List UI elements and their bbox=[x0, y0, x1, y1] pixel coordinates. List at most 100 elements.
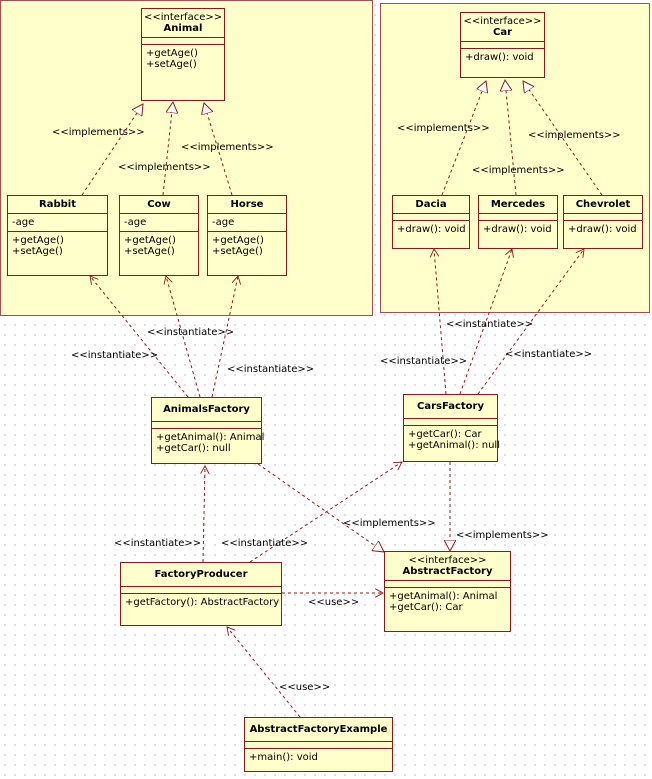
label-implements-carsfactory: <<implements>> bbox=[456, 530, 549, 541]
edge-carsfactory-dacia bbox=[434, 249, 447, 395]
label-implements-cow: <<implements>> bbox=[118, 162, 211, 173]
attributes-compartment bbox=[385, 581, 510, 588]
class-header: <<interface>> Animal bbox=[142, 9, 224, 38]
edge-animalsfactory-cow bbox=[166, 276, 201, 398]
class-header: CarsFactory bbox=[404, 395, 497, 419]
attributes-compartment: -age bbox=[120, 214, 198, 232]
operations-compartment: +draw(): void bbox=[479, 221, 557, 238]
class-header: FactoryProducer bbox=[121, 563, 281, 587]
operation: +main(): void bbox=[249, 752, 318, 763]
operations-compartment: +draw(): void bbox=[461, 49, 544, 66]
label-instantiate-mercedes: <<instantiate>> bbox=[446, 319, 533, 330]
operation: +draw(): void bbox=[465, 52, 534, 63]
class-header: <<interface>> AbstractFactory bbox=[385, 552, 510, 581]
attributes-compartment bbox=[479, 214, 557, 221]
label-instantiate-rabbit: <<instantiate>> bbox=[71, 350, 158, 361]
operation: +getCar(): null bbox=[156, 443, 231, 454]
edge-rabbit-animal bbox=[81, 104, 143, 196]
operations-compartment: +draw(): void bbox=[564, 221, 642, 238]
operations-compartment: +getFactory(): AbstractFactory bbox=[121, 594, 281, 611]
operation: +getCar(): Car bbox=[408, 429, 482, 440]
attributes-compartment bbox=[404, 419, 497, 426]
class-header: Mercedes bbox=[479, 196, 557, 214]
attributes-compartment bbox=[245, 742, 392, 749]
class-car[interactable]: <<interface>> Car +draw(): void bbox=[460, 12, 545, 78]
attributes-compartment bbox=[142, 38, 224, 45]
operation: +setAge() bbox=[12, 246, 63, 257]
label-implements-dacia: <<implements>> bbox=[397, 123, 490, 134]
attributes-compartment: -age bbox=[208, 214, 286, 232]
edge-dacia-car bbox=[441, 81, 486, 196]
operations-compartment: +getCar(): Car +getAnimal(): null bbox=[404, 426, 500, 454]
class-header: <<interface>> Car bbox=[461, 13, 544, 42]
label-instantiate-dacia: <<instantiate>> bbox=[380, 356, 467, 367]
edge-horse-animal bbox=[204, 103, 233, 196]
attributes-compartment bbox=[564, 214, 642, 221]
attribute: -age bbox=[12, 217, 35, 228]
label-use-abstractfactory: <<use>> bbox=[308, 597, 359, 608]
class-header: Rabbit bbox=[8, 196, 107, 214]
class-animal[interactable]: <<interface>> Animal +getAge() +setAge() bbox=[141, 8, 225, 101]
class-name: Rabbit bbox=[39, 199, 76, 210]
operation: +getAge() bbox=[146, 48, 198, 59]
attributes-compartment bbox=[461, 42, 544, 49]
label-instantiate-chevrolet: <<instantiate>> bbox=[505, 349, 592, 360]
class-name: Dacia bbox=[415, 199, 447, 210]
operation: +draw(): void bbox=[568, 224, 637, 235]
class-chevrolet[interactable]: Chevrolet +draw(): void bbox=[563, 195, 643, 249]
operations-compartment: +getAge() +setAge() bbox=[208, 232, 286, 260]
class-name: Mercedes bbox=[490, 199, 546, 210]
class-name: FactoryProducer bbox=[154, 569, 248, 580]
class-name: CarsFactory bbox=[417, 401, 484, 412]
attributes-compartment bbox=[152, 422, 261, 429]
operations-compartment: +getAge() +setAge() bbox=[120, 232, 198, 260]
label-use-factoryproducer: <<use>> bbox=[279, 682, 330, 693]
class-name: Horse bbox=[230, 199, 264, 210]
label-instantiate-animalsfactory: <<instantiate>> bbox=[114, 538, 201, 549]
attributes-compartment bbox=[393, 214, 469, 221]
operation: +getAge() bbox=[12, 235, 64, 246]
class-mercedes[interactable]: Mercedes +draw(): void bbox=[478, 195, 558, 249]
operations-compartment: +getAge() +setAge() bbox=[8, 232, 107, 260]
operation: +getFactory(): AbstractFactory bbox=[125, 597, 280, 608]
class-name: Animal bbox=[163, 23, 203, 34]
operation: +getAnimal(): Animal bbox=[389, 591, 498, 602]
label-implements-horse: <<implements>> bbox=[181, 142, 274, 153]
edge-animalsfactory-horse bbox=[211, 276, 238, 398]
edge-chevrolet-car bbox=[523, 81, 603, 196]
label-instantiate-carsfactory: <<instantiate>> bbox=[221, 538, 308, 549]
class-horse[interactable]: Horse -age +getAge() +setAge() bbox=[207, 195, 287, 276]
operation: +getAnimal(): null bbox=[408, 440, 500, 451]
class-abstract-factory[interactable]: <<interface>> AbstractFactory +getAnimal… bbox=[384, 551, 511, 632]
class-header: Chevrolet bbox=[564, 196, 642, 214]
class-animals-factory[interactable]: AnimalsFactory +getAnimal(): Animal +get… bbox=[151, 397, 264, 464]
class-factory-producer[interactable]: FactoryProducer +getFactory(): AbstractF… bbox=[120, 562, 282, 626]
label-implements-animalsfactory: <<implements>> bbox=[343, 518, 436, 529]
class-dacia[interactable]: Dacia +draw(): void bbox=[392, 195, 470, 249]
class-cars-factory[interactable]: CarsFactory +getCar(): Car +getAnimal():… bbox=[403, 394, 500, 462]
operation: +getAge() bbox=[124, 235, 176, 246]
edge-carsfactory-mercedes bbox=[459, 249, 512, 395]
operation: +setAge() bbox=[146, 59, 197, 70]
class-abstract-factory-example[interactable]: AbstractFactoryExample +main(): void bbox=[244, 717, 393, 772]
stereotype-label: <<interface>> bbox=[463, 16, 542, 27]
class-rabbit[interactable]: Rabbit -age +getAge() +setAge() bbox=[7, 195, 108, 276]
class-header: AnimalsFactory bbox=[152, 398, 261, 422]
operation: +setAge() bbox=[212, 246, 263, 257]
class-cow[interactable]: Cow -age +getAge() +setAge() bbox=[119, 195, 199, 276]
operations-compartment: +main(): void bbox=[245, 749, 392, 766]
attribute: -age bbox=[212, 217, 235, 228]
class-header: Dacia bbox=[393, 196, 469, 214]
operations-compartment: +getAnimal(): Animal +getCar(): Car bbox=[385, 588, 510, 616]
class-name: AbstractFactory bbox=[402, 566, 493, 577]
class-name: Car bbox=[492, 27, 513, 38]
operations-compartment: +getAge() +setAge() bbox=[142, 45, 224, 73]
attribute: -age bbox=[124, 217, 147, 228]
edge-factoryproducer-animalsfactory bbox=[203, 466, 205, 563]
label-instantiate-horse: <<instantiate>> bbox=[227, 364, 314, 375]
class-header: Cow bbox=[120, 196, 198, 214]
edge-cow-animal bbox=[162, 102, 173, 196]
attributes-compartment: -age bbox=[8, 214, 107, 232]
attributes-compartment bbox=[121, 587, 281, 594]
